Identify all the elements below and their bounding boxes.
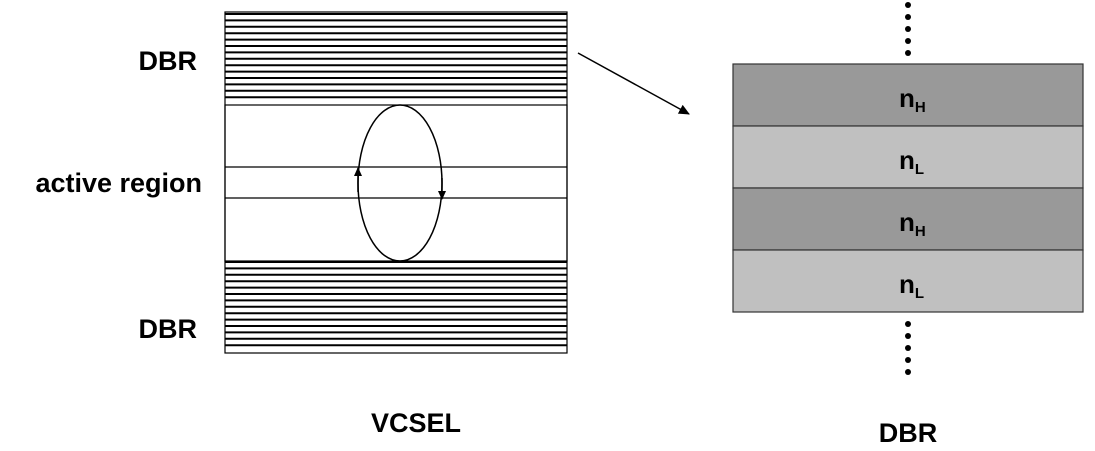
refractive-index-symbol: n <box>899 207 915 237</box>
refractive-index-symbol: n <box>899 83 915 113</box>
dbr-layer <box>732 249 1084 313</box>
cavity-region <box>224 104 568 262</box>
dbr-layer-label: nH <box>899 207 926 240</box>
vcsel-structure: DBR active region DBR VCSEL <box>35 11 568 438</box>
refractive-index-subscript: H <box>915 223 926 240</box>
zoom-arrow <box>577 52 690 115</box>
dbr-dots-top <box>905 2 911 56</box>
dbr-caption: DBR <box>879 418 938 448</box>
top-dbr-mirror <box>225 13 567 99</box>
bottom-dbr-label: DBR <box>139 314 198 344</box>
refractive-index-symbol: n <box>899 269 915 299</box>
dbr-dots-bottom <box>905 321 911 375</box>
refractive-index-symbol: n <box>899 145 915 175</box>
top-dbr-label: DBR <box>139 46 198 76</box>
dbr-layer-label: nL <box>899 145 924 178</box>
active-region-label: active region <box>35 168 202 198</box>
refractive-index-subscript: H <box>915 99 926 116</box>
vcsel-outline <box>224 11 568 354</box>
dbr-layer <box>732 187 1084 251</box>
dbr-layer-label: nH <box>899 83 926 116</box>
refractive-index-subscript: L <box>915 161 924 178</box>
bottom-dbr-mirror <box>225 261 567 347</box>
vcsel-caption: VCSEL <box>371 408 461 438</box>
refractive-index-subscript: L <box>915 285 924 302</box>
dbr-layer-label: nL <box>899 269 924 302</box>
dbr-layer <box>732 125 1084 189</box>
